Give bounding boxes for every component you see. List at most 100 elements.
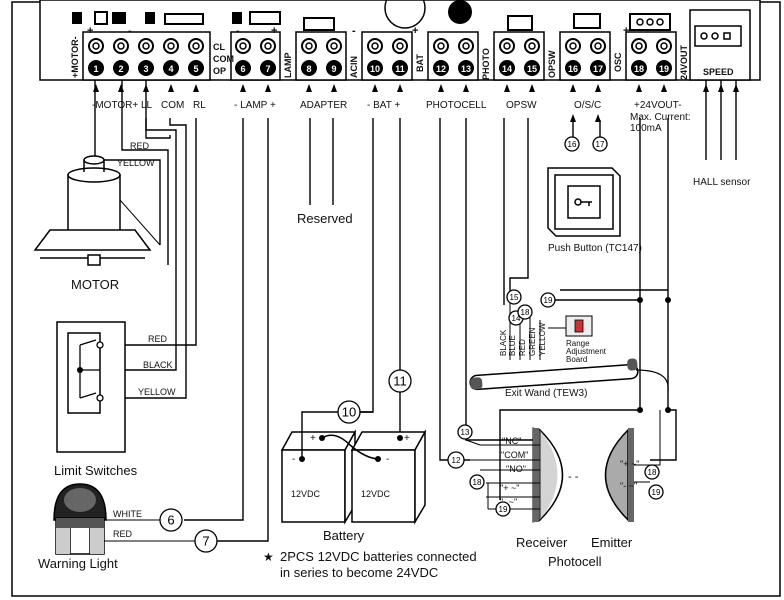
label-motor-group: -MOTOR+ (92, 100, 138, 111)
wand-wire-green: GREEN (528, 327, 537, 356)
wire-label-yellow-switch: YELLOW (138, 387, 176, 397)
svg-text:+: + (87, 25, 93, 37)
arrow-up-icon (636, 84, 642, 92)
terminal-screw (565, 38, 581, 54)
callout-number: 18 (648, 468, 657, 477)
terminal-number-disc (163, 60, 179, 76)
callout-circle (540, 292, 556, 308)
battery-icon: - + - + (280, 411, 427, 525)
label-range-adj-3: Board (566, 355, 587, 364)
terminal-number-disc (188, 60, 204, 76)
terminal-com: "COM" (501, 450, 528, 460)
terminal-number-label: 14 (502, 64, 512, 74)
terminal-number-disc (235, 60, 251, 76)
terminal-number-label: 18 (634, 64, 644, 74)
label-24vout: +24VOUT- (634, 100, 682, 111)
battery-note-line2: in series to become 24VDC (280, 565, 438, 580)
board-label-lamp: LAMP (283, 53, 293, 79)
arrow-up-icon (193, 84, 199, 92)
arrow-up-icon (306, 84, 312, 92)
terminal-screw (260, 38, 276, 54)
svg-text:-: - (386, 454, 389, 465)
callout-circle (506, 289, 522, 305)
callout-number: 19 (544, 296, 553, 305)
callout-circle (457, 424, 473, 440)
callout-number: 12 (452, 456, 461, 465)
callout-number: 14 (512, 314, 521, 323)
arrow-up-icon (438, 84, 444, 92)
terminal-number-disc (367, 60, 383, 76)
label-photocell: PHOTOCELL (426, 100, 487, 111)
terminal-minus-tilde-receiver: "- ~" (500, 497, 517, 507)
terminal-screw (524, 38, 540, 54)
callout-circle (469, 474, 485, 490)
emitter-wiring (634, 410, 661, 483)
terminal-number-disc (326, 60, 342, 76)
warning-light-icon (53, 483, 195, 555)
label-max-current: Max. Current: (630, 112, 691, 123)
arrow-up-icon (595, 84, 601, 92)
arrow-up-icon (143, 84, 149, 92)
label-limit-switches: Limit Switches (54, 463, 138, 478)
terminal-number-disc (524, 60, 540, 76)
svg-text:+: + (271, 25, 277, 37)
photocell-gap-dashes: - - (568, 471, 579, 483)
arrow-up-icon (504, 84, 510, 92)
star-icon: ★ (263, 550, 274, 564)
callout-number: 7 (202, 533, 209, 548)
callout-number: 11 (393, 373, 407, 388)
label-hall-sensor: HALL sensor (693, 177, 751, 188)
label-rl: RL (193, 100, 206, 111)
arrow-up-icon (733, 84, 739, 92)
battery-note-line1: 2PCS 12VDC batteries connected (280, 549, 477, 564)
wand-wire-yellow: YELLOW (538, 322, 547, 356)
arrow-up-icon (703, 84, 709, 92)
speed-connector (689, 9, 751, 81)
arrow-up-icon (265, 84, 271, 92)
arrow-up-icon (529, 84, 535, 92)
terminal-number-disc (590, 60, 606, 76)
terminal-number-label: 10 (370, 64, 380, 74)
label-push-button: Push Button (TC147) (548, 243, 642, 254)
callout-circle (648, 484, 664, 500)
svg-text:+: + (310, 433, 316, 444)
callout-circle (337, 400, 361, 424)
board-label-speed: SPEED (703, 67, 734, 77)
label-opsw: OPSW (506, 100, 537, 111)
terminal-number-disc (392, 60, 408, 76)
arrow-up-icon (595, 114, 601, 122)
arrow-up-icon (331, 84, 337, 92)
callout-circle (517, 304, 533, 320)
callout-number: 18 (521, 308, 530, 317)
board-connectors (72, 0, 671, 31)
terminal-number-label: 12 (436, 64, 446, 74)
terminal-screw (367, 38, 383, 54)
wire-label-red-switch: RED (148, 334, 168, 344)
terminal-number-disc (433, 60, 449, 76)
callout-number: 19 (499, 505, 508, 514)
label-photocell-caption: Photocell (548, 554, 602, 569)
wand-wire-black: BLACK (499, 329, 508, 356)
callout-number: 6 (167, 512, 174, 527)
terminal-number-label: 19 (659, 64, 669, 74)
svg-text:+: + (412, 25, 418, 37)
label-range-adj-1: Range (566, 339, 590, 348)
board-label-op: OP (213, 66, 226, 76)
motor-icon (33, 155, 161, 266)
arrow-up-icon (93, 84, 99, 92)
arrow-up-icon (372, 84, 378, 92)
board-label-com: COM (213, 54, 234, 64)
terminal-screw (235, 38, 251, 54)
battery-voltage-1: 12VDC (291, 489, 321, 499)
terminal-number-label: 2 (118, 64, 123, 74)
arrow-up-icon (397, 84, 403, 92)
wire-label-white: WHITE (113, 509, 142, 519)
arrow-up-icon (661, 84, 667, 92)
polarity-marks: + - - + - + + (87, 25, 629, 37)
arrow-up-icon (570, 84, 576, 92)
board-label-osc: OSC (613, 52, 623, 72)
label-emitter: Emitter (591, 535, 633, 550)
board-label-acin: ACIN (349, 56, 359, 78)
terminal-number-label: 9 (331, 64, 336, 74)
